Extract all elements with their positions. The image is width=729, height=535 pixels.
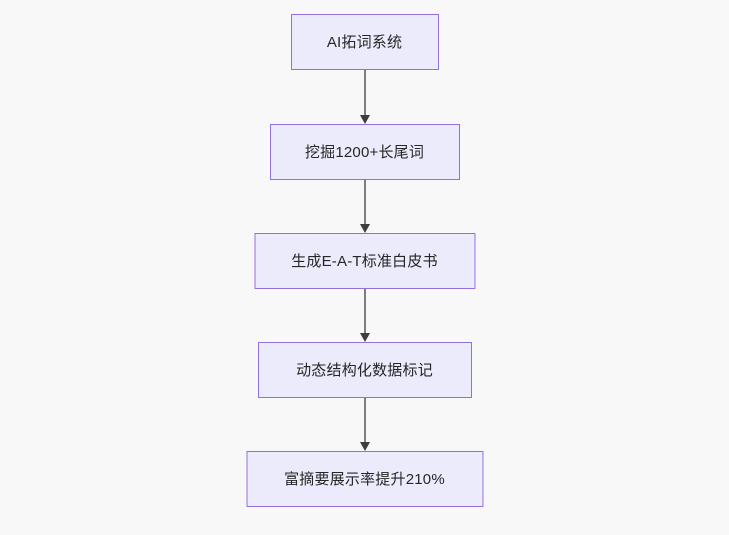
arrowhead-down-icon (359, 442, 370, 451)
edge-line (363, 70, 366, 115)
flowchart-node-label: AI拓词系统 (326, 33, 403, 51)
flowchart-edge-e0 (359, 70, 371, 124)
flowchart-node-n3[interactable]: 动态结构化数据标记 (257, 342, 472, 398)
flowchart-node-n0[interactable]: AI拓词系统 (290, 14, 439, 70)
flowchart-edge-e1 (359, 180, 371, 233)
edge-line (363, 180, 366, 224)
arrowhead-down-icon (359, 115, 370, 124)
flowchart-edge-e2 (359, 289, 371, 342)
arrowhead-down-icon (359, 224, 370, 233)
flowchart-edge-e3 (359, 398, 371, 451)
arrowhead-down-icon (359, 333, 370, 342)
flowchart-node-label: 动态结构化数据标记 (296, 361, 433, 379)
flowchart-node-label: 挖掘1200+长尾词 (304, 143, 425, 161)
flowchart-node-label: 富摘要展示率提升210% (284, 470, 445, 488)
flowchart-node-n1[interactable]: 挖掘1200+长尾词 (269, 124, 460, 180)
flowchart-node-label: 生成E-A-T标准白皮书 (291, 252, 438, 270)
edge-line (363, 289, 366, 333)
flowchart-node-n4[interactable]: 富摘要展示率提升210% (246, 451, 483, 507)
edge-line (363, 398, 366, 442)
flowchart-node-n2[interactable]: 生成E-A-T标准白皮书 (254, 233, 475, 289)
